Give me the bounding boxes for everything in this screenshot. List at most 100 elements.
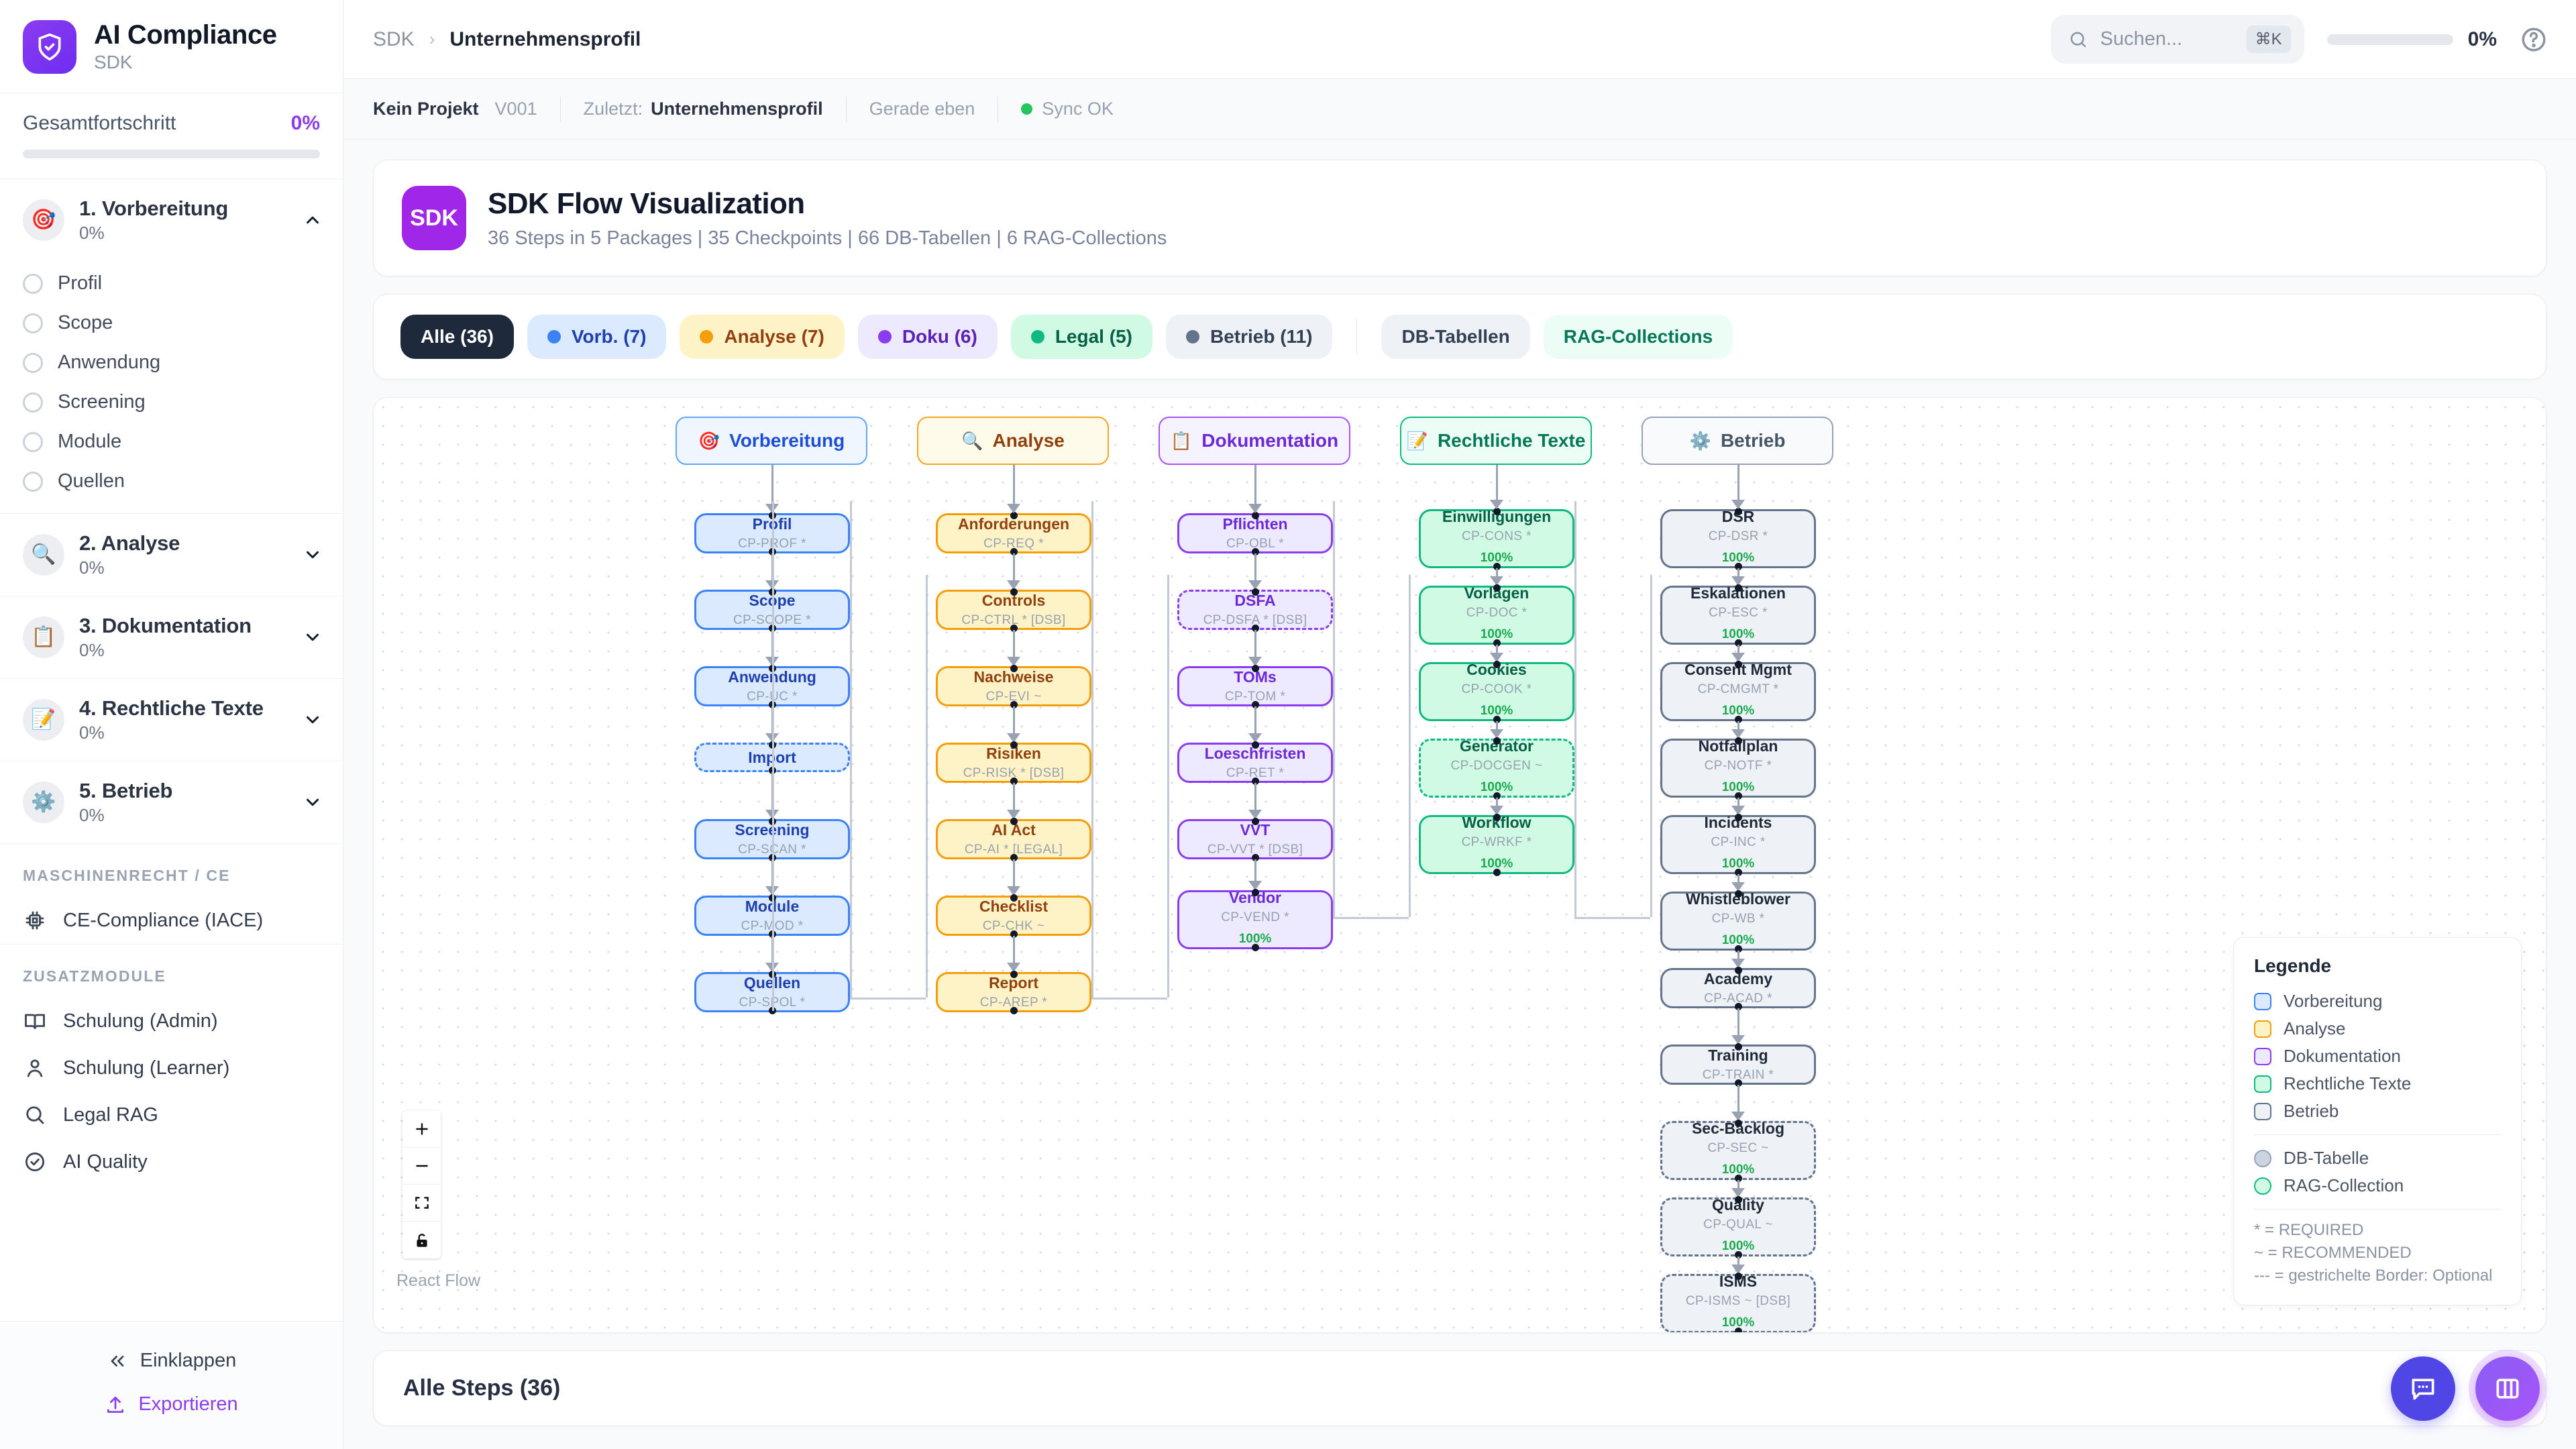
node-handle-bottom[interactable]	[1734, 1079, 1742, 1087]
node-handle-top[interactable]	[1251, 817, 1259, 825]
node-handle-bottom[interactable]	[1734, 792, 1742, 800]
node-handle-bottom[interactable]	[1251, 853, 1259, 861]
sidebar-link-ai-quality[interactable]: AI Quality	[0, 1138, 343, 1185]
filter-chip-extra-1[interactable]: RAG-Collections	[1543, 315, 1733, 359]
node-handle-bottom[interactable]	[1734, 639, 1742, 647]
sidebar-link-legal-rag[interactable]: Legal RAG	[0, 1091, 343, 1138]
chevron-up-icon[interactable]	[303, 210, 323, 230]
node-handle-top[interactable]	[1734, 966, 1742, 974]
node-handle-top[interactable]	[1251, 741, 1259, 749]
node-handle-top[interactable]	[1010, 817, 1018, 825]
node-handle-bottom[interactable]	[1010, 1006, 1018, 1014]
sidebar-item-scope[interactable]: Scope	[0, 303, 343, 343]
node-handle-top[interactable]	[1734, 890, 1742, 898]
sidebar-link-ce-compliance-iace[interactable]: CE-Compliance (IACE)	[0, 897, 343, 944]
lock-open-icon[interactable]	[402, 1222, 441, 1258]
chevron-down-icon[interactable]	[303, 710, 323, 730]
node-handle-top[interactable]	[1010, 664, 1018, 672]
node-handle-bottom[interactable]	[1734, 1250, 1742, 1258]
step-status-radio[interactable]	[23, 273, 43, 294]
node-handle-top[interactable]	[1734, 1119, 1742, 1127]
fit-view-icon[interactable]	[402, 1185, 441, 1222]
node-handle-top[interactable]	[1010, 741, 1018, 749]
node-handle-bottom[interactable]	[1010, 930, 1018, 938]
node-handle-top[interactable]	[1493, 507, 1501, 515]
node-handle-top[interactable]	[1493, 813, 1501, 821]
node-handle-bottom[interactable]	[1251, 943, 1259, 951]
node-handle-top[interactable]	[1251, 888, 1259, 896]
flow-graph[interactable]: 🎯Vorbereitung🔍Analyse📋Dokumentation📝Rech…	[374, 398, 2546, 1332]
chevron-down-icon[interactable]	[303, 627, 323, 647]
node-handle-top[interactable]	[1734, 1195, 1742, 1203]
step-status-radio[interactable]	[23, 431, 43, 452]
node-handle-bottom[interactable]	[1251, 624, 1259, 632]
node-handle-top[interactable]	[1010, 970, 1018, 978]
node-handle-top[interactable]	[1010, 894, 1018, 902]
node-handle-top[interactable]	[1251, 588, 1259, 596]
chevron-down-icon[interactable]	[303, 792, 323, 812]
node-handle-top[interactable]	[1734, 1272, 1742, 1280]
step-status-radio[interactable]	[23, 392, 43, 413]
node-handle-bottom[interactable]	[1493, 868, 1501, 876]
flow-canvas-card[interactable]: 🎯Vorbereitung🔍Analyse📋Dokumentation📝Rech…	[373, 397, 2546, 1333]
node-handle-bottom[interactable]	[1734, 715, 1742, 723]
sidebar-item-screening[interactable]: Screening	[0, 382, 343, 422]
brand-header[interactable]: AI Compliance SDK	[0, 0, 343, 93]
step-status-radio[interactable]	[23, 313, 43, 333]
search-input[interactable]	[2100, 28, 2235, 50]
node-handle-bottom[interactable]	[1251, 700, 1259, 708]
react-flow-attribution[interactable]: React Flow	[396, 1271, 481, 1290]
sidebar-link-schulung-admin[interactable]: Schulung (Admin)	[0, 998, 343, 1044]
node-handle-bottom[interactable]	[1734, 1002, 1742, 1010]
node-handle-top[interactable]	[1734, 813, 1742, 821]
node-handle-bottom[interactable]	[1734, 945, 1742, 953]
node-handle-top[interactable]	[1493, 660, 1501, 668]
node-handle-bottom[interactable]	[1010, 624, 1018, 632]
node-handle-bottom[interactable]	[1010, 547, 1018, 555]
chevron-down-icon[interactable]	[303, 545, 323, 565]
node-handle-bottom[interactable]	[1251, 777, 1259, 785]
node-handle-bottom[interactable]	[1493, 715, 1501, 723]
node-handle-bottom[interactable]	[1493, 562, 1501, 570]
node-handle-bottom[interactable]	[1010, 700, 1018, 708]
node-handle-bottom[interactable]	[1493, 792, 1501, 800]
export-button[interactable]: Exportieren	[0, 1383, 343, 1426]
node-handle-top[interactable]	[1010, 511, 1018, 519]
node-handle-bottom[interactable]	[1251, 547, 1259, 555]
step-status-radio[interactable]	[23, 352, 43, 373]
node-handle-bottom[interactable]	[1734, 868, 1742, 876]
zoom-in-icon[interactable]	[402, 1111, 441, 1148]
node-handle-bottom[interactable]	[1734, 1174, 1742, 1182]
sidebar-item-anwendung[interactable]: Anwendung	[0, 343, 343, 382]
zoom-out-icon[interactable]	[402, 1148, 441, 1185]
node-handle-top[interactable]	[1734, 584, 1742, 592]
filter-chip-2[interactable]: Analyse (7)	[680, 315, 845, 359]
panel-fab[interactable]	[2475, 1356, 2540, 1421]
